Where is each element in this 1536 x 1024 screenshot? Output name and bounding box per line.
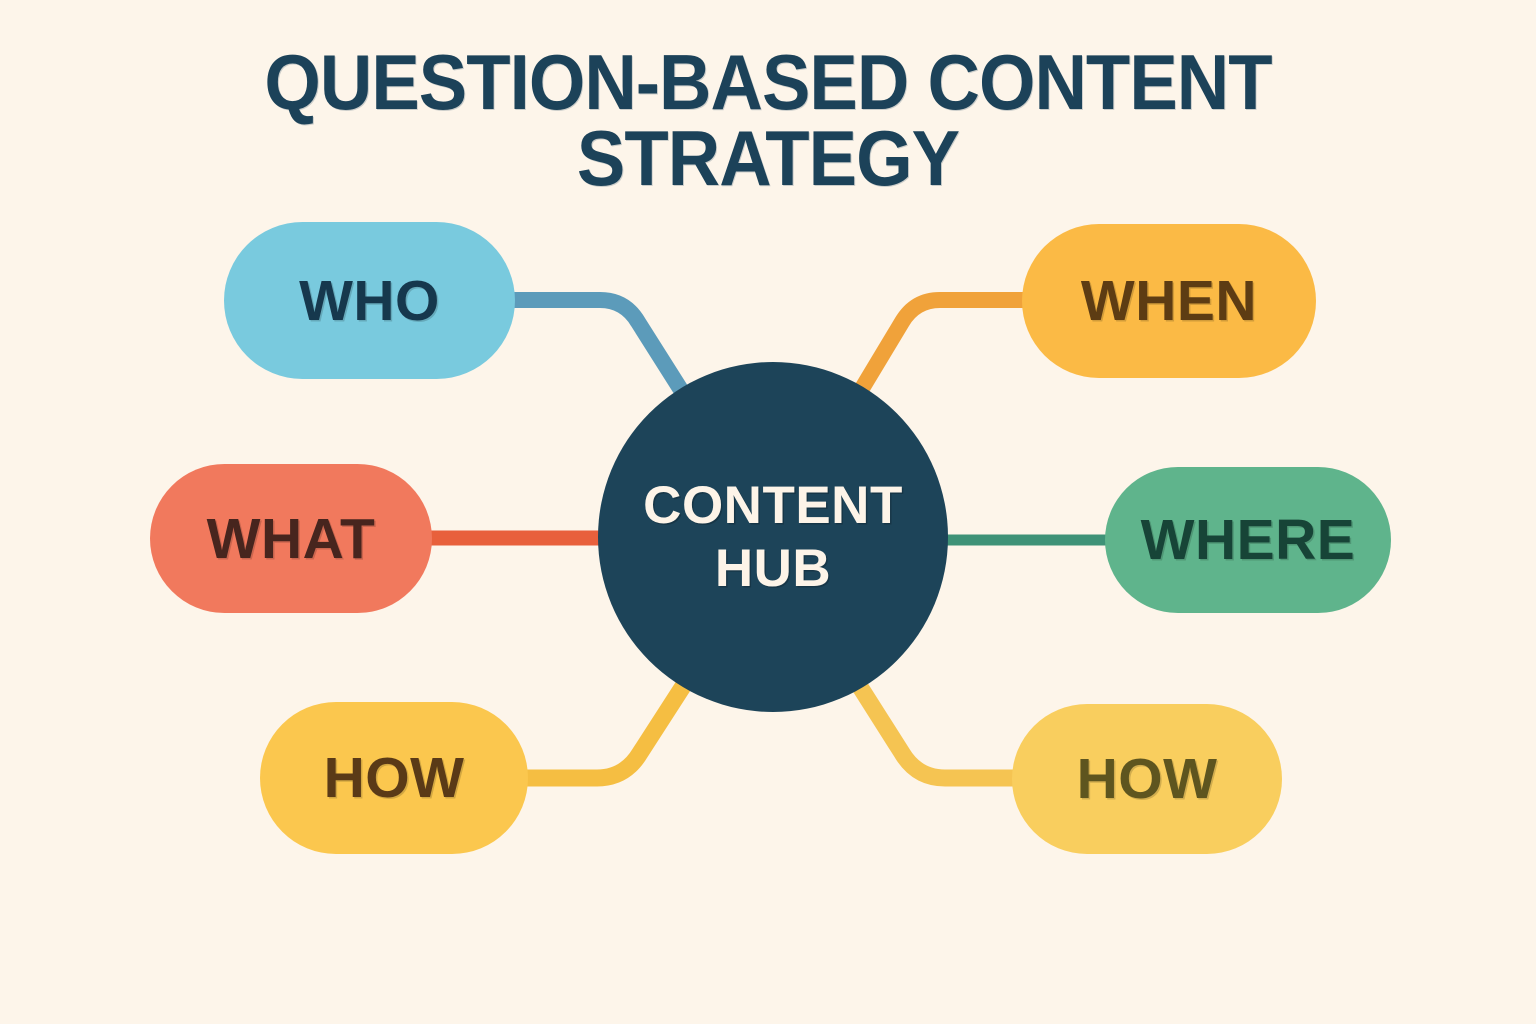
content-hub-label-line-2: HUB [714,539,832,598]
node-where[interactable]: WHERE [1105,467,1391,613]
connector-who [502,292,708,428]
node-how-right[interactable]: HOW [1012,704,1282,854]
content-hub-label-line-1: CONTENT [643,476,903,535]
node-when-label: WHEN [1080,269,1258,333]
node-how-left[interactable]: HOW [260,702,528,854]
connector-when [835,292,1038,428]
node-who-label: WHO [299,268,440,333]
node-who[interactable]: WHO [224,222,515,379]
node-how-right-label: HOW [1076,747,1218,811]
node-when[interactable]: WHEN [1022,224,1316,378]
connector-how-left [511,651,709,787]
node-what-label: WHAT [206,506,376,571]
node-where-label: WHERE [1140,508,1356,572]
connector-how-right [834,651,1031,787]
content-hub-node[interactable]: CONTENT HUB [598,362,948,712]
node-what[interactable]: WHAT [150,464,432,613]
node-how-left-label: HOW [323,746,465,810]
